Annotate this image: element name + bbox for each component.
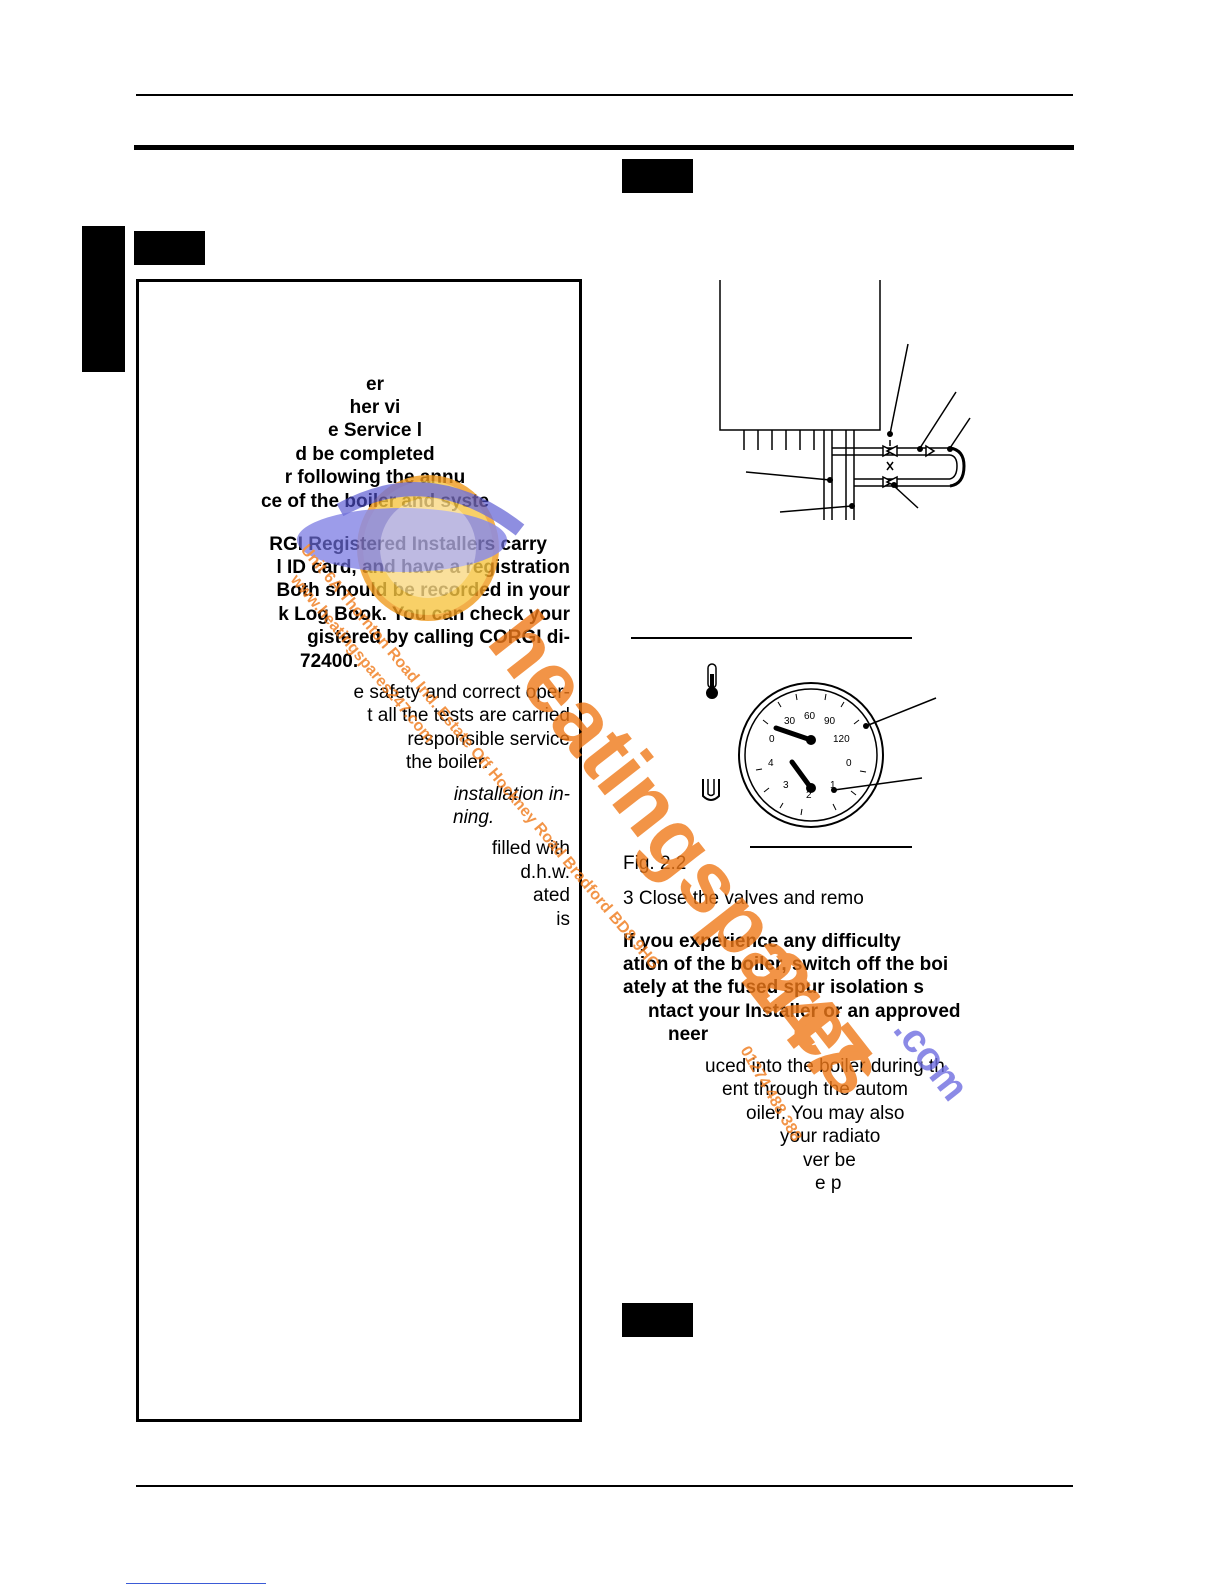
text-line: 72400.	[300, 651, 359, 672]
section-side-tab	[82, 226, 125, 372]
pressure-tick-label: 4	[768, 758, 774, 769]
text-line: responsible service	[407, 729, 570, 750]
right-heading-tab	[622, 159, 693, 193]
body-line: e p	[815, 1173, 842, 1194]
pressure-tick-label: 0	[846, 758, 852, 769]
temp-tick-label: 60	[804, 711, 816, 722]
top-thin-rule	[136, 94, 1073, 96]
warning-line: neer	[668, 1024, 709, 1045]
temperature-needle	[773, 725, 814, 743]
warning-line: ately at the fused spur isolation s	[623, 977, 924, 998]
text-line: her vi	[349, 397, 401, 418]
figure-caption: Fig. 2.2	[623, 853, 687, 874]
warning-line: ation of the boiler, switch off the boi	[623, 954, 949, 975]
text-line: installation in-	[453, 784, 570, 805]
pressure-tick-label: 3	[783, 780, 789, 791]
step-text: 3 Close the valves and remo	[623, 888, 864, 909]
text-line: ning.	[453, 807, 495, 828]
text-line: l ID card, and have a registration	[276, 557, 570, 578]
text-line: is	[556, 909, 570, 930]
text-line: d.h.w.	[520, 862, 570, 883]
right-bottom-heading-tab	[622, 1303, 693, 1337]
body-line: your radiato	[780, 1126, 881, 1147]
figure-bottom-rule	[750, 846, 912, 848]
text-line: d be completed	[295, 444, 435, 465]
bottom-edge-line	[126, 1583, 266, 1584]
body-line: oiler. You may also	[746, 1103, 905, 1124]
body-line: ver be	[803, 1150, 856, 1171]
warning-line: ntact your Installer or an approved	[648, 1001, 961, 1022]
thermometer-icon	[706, 663, 718, 699]
text-line: e Service l	[327, 420, 423, 441]
text-line: RGI Registered Installers carry	[269, 534, 547, 555]
figure-top-rule	[631, 637, 912, 639]
text-line: filled with	[491, 838, 570, 859]
text-line: e safety and correct oper-	[353, 682, 571, 703]
text-line: the boiler.	[406, 752, 489, 773]
text-line: gistered by calling CORGI di-	[307, 627, 570, 648]
text-line: r following the annu	[284, 467, 466, 488]
warning-line: If you experience any difficulty	[623, 931, 901, 952]
instruction-panel	[136, 279, 582, 1422]
text-line: ce of the boiler and syste	[260, 491, 490, 512]
temp-tick-label: 30	[784, 716, 796, 727]
text-line: er	[366, 374, 384, 395]
text-line: ated	[533, 885, 570, 906]
left-heading-tab	[134, 231, 205, 265]
temp-tick-label: 90	[824, 716, 836, 727]
boiler-valves-diagram	[719, 280, 971, 520]
body-line: uced into the boiler during th	[705, 1056, 945, 1077]
text-line: Both should be recorded in your	[276, 580, 570, 601]
pressure-icon	[702, 779, 720, 801]
gauge-leader-lines	[831, 697, 937, 793]
temp-tick-label: 120	[833, 734, 850, 745]
pressure-tick-label: 1	[830, 780, 836, 791]
bottom-rule	[136, 1485, 1073, 1487]
text-line: k Log Book. You can check your	[278, 604, 570, 625]
text-line: t all the tests are carried	[367, 705, 570, 726]
pressure-needle	[789, 759, 814, 791]
body-line: ent through the autom	[722, 1079, 908, 1100]
top-thick-rule	[134, 145, 1074, 150]
pressure-tick-label: 2	[806, 790, 812, 801]
temp-tick-label: 0	[769, 734, 775, 745]
temperature-pressure-gauge: 30 60 90 0 120 4 0 3 2 1	[738, 682, 884, 828]
